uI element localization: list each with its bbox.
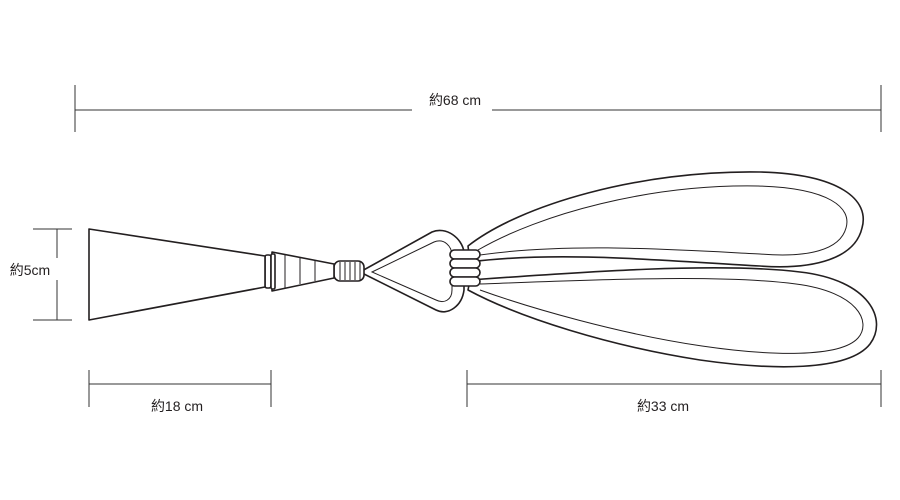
cord-wrap (333, 260, 365, 282)
loop-length-dimension: 約33 cm (466, 370, 882, 414)
lower-loop (467, 267, 878, 368)
binding-knot (449, 249, 481, 287)
width-dimension: 約5cm (4, 228, 72, 321)
tassel-drawing (88, 171, 878, 368)
tassel-length-label: 約18 cm (151, 398, 203, 414)
upper-loop (467, 171, 864, 268)
total-length-label: 約68 cm (429, 92, 481, 108)
upper-loop-inner (477, 185, 848, 256)
loop-length-label: 約33 cm (637, 398, 689, 414)
tassel-fringe (88, 228, 266, 321)
tassel-head-ring (264, 253, 276, 290)
total-length-dimension: 約68 cm (74, 85, 882, 132)
width-label: 約5cm (10, 262, 50, 278)
lower-loop-inner (479, 278, 864, 354)
tassel-length-dimension: 約18 cm (88, 370, 272, 414)
tassel-head (271, 251, 335, 292)
